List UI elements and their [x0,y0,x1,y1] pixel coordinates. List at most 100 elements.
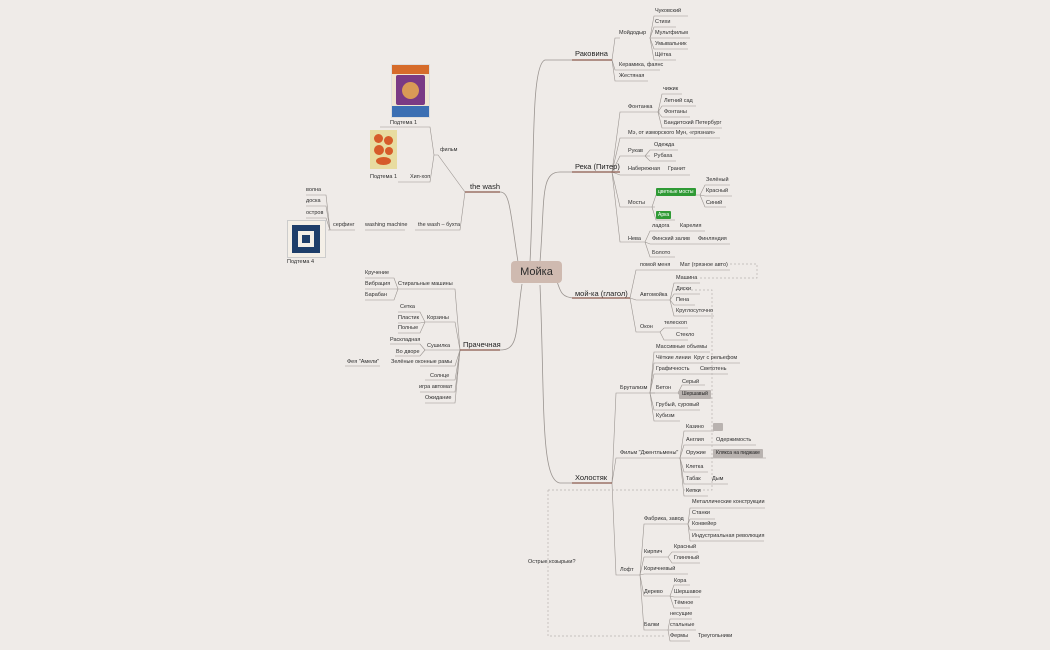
node[interactable]: Ожидание [425,395,452,401]
node[interactable]: Брутализм [620,385,648,391]
branch-holostyak[interactable]: Холостяк [575,473,608,482]
node[interactable]: Глиняный [674,555,700,561]
node[interactable]: Одержимость [716,437,752,443]
node[interactable]: Фермы [670,633,689,639]
node[interactable]: Умывальник [655,41,687,47]
node[interactable]: Мойдодыр [619,30,647,36]
node[interactable]: Круг с рельефом [694,355,738,361]
node[interactable]: игра автомат [419,384,453,390]
node[interactable]: Одежда [654,142,675,148]
badge-arka[interactable]: Арка [656,211,672,219]
node[interactable]: Светотень [700,366,727,372]
node[interactable]: Англия [686,437,704,443]
node[interactable]: Корзины [427,315,449,321]
badge-cvetnye-mosty[interactable]: цветные мосты [656,188,696,196]
node[interactable]: Мэ, от изморского Мун, «грязная» [628,130,715,136]
node[interactable]: Мосты [628,200,645,206]
node[interactable]: Зелёный [706,177,729,183]
node[interactable]: Набережная [628,166,660,172]
node[interactable]: Щётка [655,52,672,58]
node[interactable]: Графичность [656,366,690,372]
node[interactable]: Кубизм [656,413,675,419]
node[interactable]: Машина [676,275,698,281]
node[interactable]: Вибрация [365,281,391,287]
badge-sherohov[interactable]: Шершавый [679,390,711,399]
node[interactable]: Фильм "Джентльмены" [620,450,679,456]
node[interactable]: Конвейер [692,521,717,527]
node[interactable]: Коричневый [644,566,676,572]
node[interactable]: Оружие [686,450,706,456]
node[interactable]: Чёткие линии [656,355,691,361]
node[interactable]: Сетка [400,304,415,310]
node[interactable]: Гранит [668,166,686,172]
node[interactable]: Бетон [656,385,672,391]
node[interactable]: Тёмное [674,600,694,606]
node[interactable]: Зелёные оконные рамы [391,359,453,365]
node[interactable]: Нева [628,236,641,242]
node[interactable]: Барабан [365,292,387,298]
node[interactable]: Стекло [676,332,695,338]
node[interactable]: Балки [644,622,660,628]
node[interactable]: Чуковский [655,8,682,14]
node[interactable]: Фея "Амели" [347,359,380,365]
node[interactable]: Фонтанка [628,104,653,110]
node[interactable]: доска [306,198,321,204]
node[interactable]: Кора [674,578,687,584]
node[interactable]: чижик [663,86,679,92]
node[interactable]: Сушилка [427,343,451,349]
node[interactable]: Во дворе [396,349,420,355]
center-node[interactable]: Мойка [511,261,562,283]
node[interactable]: Станки [692,510,711,516]
node[interactable]: Кепки [686,488,701,494]
node[interactable]: Дым [712,476,724,482]
node[interactable]: Казино [686,424,704,430]
node[interactable]: несущие [670,611,693,617]
badge-klyaksa[interactable]: Клякса на пиджаке [713,449,763,458]
node[interactable]: Пена [676,297,690,303]
node[interactable]: Солнце [430,373,450,379]
node[interactable]: Бандитский Петербург [664,120,722,126]
node[interactable]: Диски [676,286,692,292]
node[interactable]: Табак [686,476,701,482]
node[interactable]: washing machine [365,222,408,228]
node[interactable]: Синий [706,200,723,206]
node[interactable]: фильм [440,147,458,153]
node[interactable]: Летний сад [664,98,693,104]
node[interactable]: Керамика, фаянс [619,62,664,68]
node[interactable]: Пластик [398,315,419,321]
node[interactable]: стальные [670,622,695,628]
branch-the-wash[interactable]: the wash [470,182,501,191]
node[interactable]: Серый [682,379,700,385]
node[interactable]: Раскладная [390,337,421,343]
node[interactable]: Жестяная [619,73,645,79]
node[interactable]: Финский залив [652,236,690,242]
node[interactable]: Круглосуточно [676,308,714,314]
node[interactable]: Красный [706,188,729,194]
node[interactable]: Стихи [655,19,671,25]
node[interactable]: Треугольники [698,633,733,639]
node[interactable]: Фабрика, завод [644,516,684,522]
node[interactable]: Красный [674,544,697,550]
node[interactable]: серфинг [333,222,355,228]
node[interactable]: Рукав [628,148,643,154]
node[interactable]: остров [306,210,324,216]
node[interactable]: Кручение [365,270,390,276]
branch-rakovina[interactable]: Раковина [575,49,608,58]
node[interactable]: Рубаха [654,153,673,159]
node[interactable]: Шершавое [674,589,702,595]
node[interactable]: the wash – бухта [418,222,461,228]
node[interactable]: Окон [640,324,653,330]
branch-moika-glagol[interactable]: мой-ка (глагол) [575,289,628,298]
node[interactable]: Фонтаны [664,109,687,115]
node[interactable]: помой меня [640,262,671,268]
branch-reka[interactable]: Река (Питер) [575,162,620,171]
node[interactable]: Автомойка [640,292,668,298]
node[interactable]: Кирпич [644,549,663,555]
node[interactable]: ладога [652,223,670,229]
node[interactable]: Болото [652,250,671,256]
node[interactable]: Дерево [644,589,663,595]
node[interactable]: Стиральные машины [398,281,453,287]
node[interactable]: Массивные объемы [656,344,708,350]
node[interactable]: Клетка [686,464,704,470]
node[interactable]: волна [306,187,322,193]
